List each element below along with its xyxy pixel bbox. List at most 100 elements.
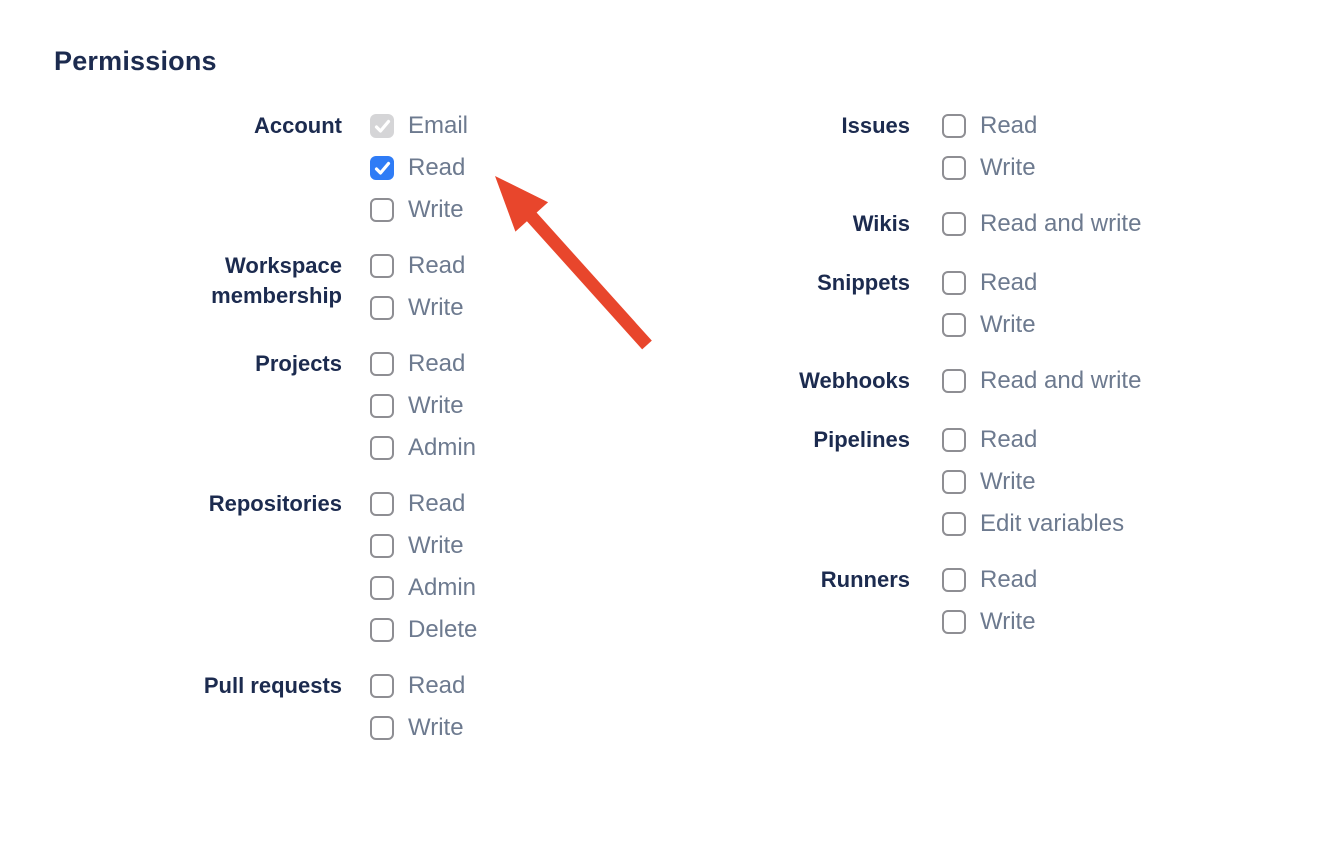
perm-option-label-write: Write: [980, 154, 1036, 181]
perm-option-repositories-delete[interactable]: Delete: [370, 618, 477, 642]
perm-option-account-read[interactable]: Read: [370, 156, 468, 180]
workspace-membership-write-checkbox[interactable]: [370, 296, 394, 320]
perm-option-projects-read[interactable]: Read: [370, 352, 476, 376]
perm-option-projects-admin[interactable]: Admin: [370, 436, 476, 460]
repositories-read-checkbox[interactable]: [370, 492, 394, 516]
pull-requests-write-checkbox[interactable]: [370, 716, 394, 740]
repositories-admin-checkbox[interactable]: [370, 576, 394, 600]
perm-option-label-read-and-write: Read and write: [980, 367, 1142, 394]
pipelines-edit-variables-checkbox[interactable]: [942, 512, 966, 536]
perm-group-label-pull-requests: Pull requests: [203, 673, 342, 698]
webhooks-read-and-write-checkbox[interactable]: [942, 369, 966, 393]
perm-group-label-projects: Projects: [255, 351, 342, 376]
wikis-read-and-write-checkbox[interactable]: [942, 212, 966, 236]
perm-group-label-runners: Runners: [820, 567, 910, 592]
perm-option-label-write: Write: [980, 311, 1036, 338]
perm-option-workspace-membership-write[interactable]: Write: [370, 296, 465, 320]
pull-requests-read-checkbox[interactable]: [370, 674, 394, 698]
perm-option-pull-requests-write[interactable]: Write: [370, 716, 465, 740]
perm-option-pipelines-read[interactable]: Read: [942, 428, 1124, 452]
repositories-write-checkbox[interactable]: [370, 534, 394, 558]
checkmark-icon: [374, 119, 391, 134]
perm-group-label-account: Account: [254, 113, 342, 138]
perm-option-label-read: Read: [408, 490, 466, 517]
perm-option-label-write: Write: [408, 532, 464, 559]
perm-option-snippets-read[interactable]: Read: [942, 271, 1037, 295]
repositories-delete-checkbox[interactable]: [370, 618, 394, 642]
perm-option-label-write: Write: [408, 294, 464, 321]
account-write-checkbox[interactable]: [370, 198, 394, 222]
checkmark-icon: [374, 161, 391, 176]
perm-options-wikis: Read and write: [942, 212, 1141, 236]
issues-read-checkbox[interactable]: [942, 114, 966, 138]
perm-group-label-repositories: Repositories: [208, 491, 342, 516]
issues-write-checkbox[interactable]: [942, 156, 966, 180]
perm-option-label-admin: Admin: [408, 574, 477, 601]
perm-option-label-write: Write: [408, 392, 464, 419]
perm-option-pull-requests-read[interactable]: Read: [370, 674, 465, 698]
perm-group-wikis: Wikis Read and write: [660, 211, 1260, 239]
perm-option-pipelines-edit-variables[interactable]: Edit variables: [942, 512, 1124, 536]
perm-option-label-write: Write: [408, 714, 464, 741]
perm-option-label-read: Read: [980, 566, 1038, 593]
perm-option-pipelines-write[interactable]: Write: [942, 470, 1124, 494]
perm-option-webhooks-read-and-write[interactable]: Read and write: [942, 369, 1141, 393]
perm-group-label-wikis: Wikis: [852, 211, 910, 236]
perm-option-runners-write[interactable]: Write: [942, 610, 1037, 634]
projects-write-checkbox[interactable]: [370, 394, 394, 418]
perm-option-snippets-write[interactable]: Write: [942, 313, 1037, 337]
perm-option-label-read: Read: [408, 154, 466, 181]
perm-option-label-write: Write: [980, 468, 1036, 495]
perm-group-label-issues: Issues: [841, 113, 911, 138]
pipelines-write-checkbox[interactable]: [942, 470, 966, 494]
runners-read-checkbox[interactable]: [942, 568, 966, 592]
perm-option-repositories-read[interactable]: Read: [370, 492, 477, 516]
perm-option-label-delete: Delete: [408, 616, 478, 643]
perm-option-label-read: Read: [408, 252, 466, 279]
perm-option-workspace-membership-read[interactable]: Read: [370, 254, 465, 278]
perm-option-account-write[interactable]: Write: [370, 198, 468, 222]
perm-option-label-read: Read: [980, 269, 1038, 296]
perm-option-projects-write[interactable]: Write: [370, 394, 476, 418]
projects-read-checkbox[interactable]: [370, 352, 394, 376]
account-read-checkbox[interactable]: [370, 156, 394, 180]
perm-option-runners-read[interactable]: Read: [942, 568, 1037, 592]
snippets-write-checkbox[interactable]: [942, 313, 966, 337]
account-email-checkbox: [370, 114, 394, 138]
perm-option-repositories-write[interactable]: Write: [370, 534, 477, 558]
perm-group-label-workspace-membership: Workspace membership: [211, 253, 342, 308]
perm-option-label-read: Read: [980, 426, 1038, 453]
perm-option-issues-write[interactable]: Write: [942, 156, 1037, 180]
perm-group-label-pipelines: Pipelines: [813, 427, 910, 452]
perm-option-label-read: Read: [408, 350, 466, 377]
perm-option-wikis-read-and-write[interactable]: Read and write: [942, 212, 1141, 236]
projects-admin-checkbox[interactable]: [370, 436, 394, 460]
pipelines-read-checkbox[interactable]: [942, 428, 966, 452]
perm-option-label-admin: Admin: [408, 434, 477, 461]
perm-group-label-snippets: Snippets: [817, 270, 910, 295]
perm-option-repositories-admin[interactable]: Admin: [370, 576, 477, 600]
perm-option-issues-read[interactable]: Read: [942, 114, 1037, 138]
workspace-membership-read-checkbox[interactable]: [370, 254, 394, 278]
snippets-read-checkbox[interactable]: [942, 271, 966, 295]
runners-write-checkbox[interactable]: [942, 610, 966, 634]
perm-option-label-read: Read: [980, 112, 1038, 139]
